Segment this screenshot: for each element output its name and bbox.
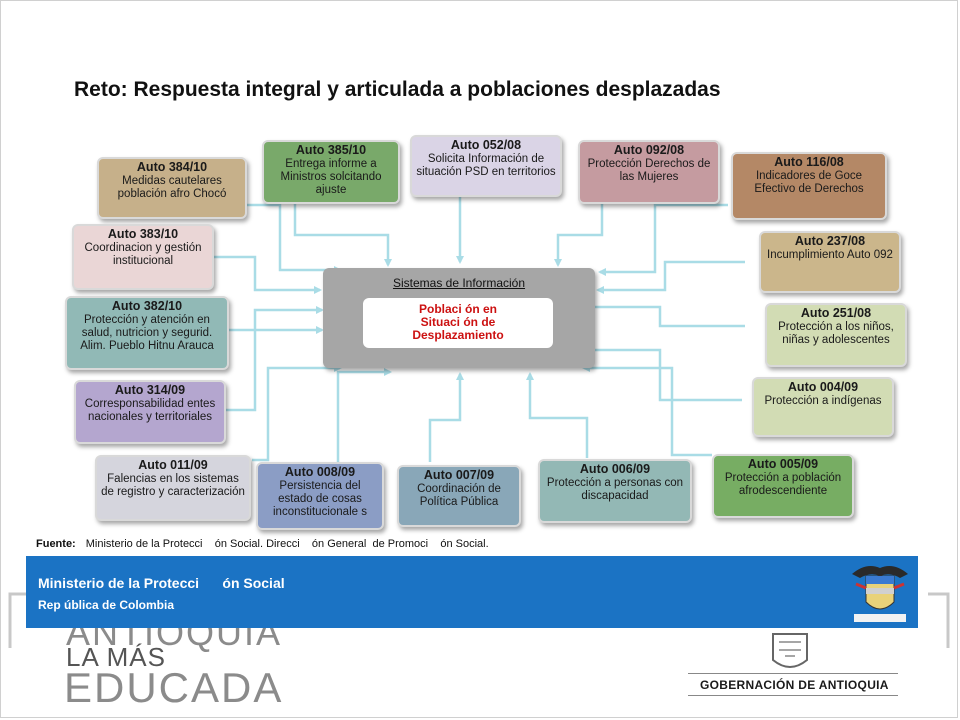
auto-title: Auto 382/10 — [111, 299, 183, 313]
ministry-banner — [26, 556, 918, 628]
auto-description: Falencias en los sistemas de registro y … — [101, 473, 245, 498]
antioquia-logo-line2: LA MÁS — [66, 642, 166, 672]
auto-description: Protección a población afrodescendiente — [724, 472, 842, 497]
auto-description: Incumplimiento Auto 092 — [767, 249, 893, 261]
arrow-auto-006-09 — [526, 372, 589, 458]
antioquia-logo-line3: EDUCADA — [64, 664, 284, 711]
auto-description: Coordinacion y gestión institucional — [84, 242, 202, 267]
auto-description: Protección Derechos de las Mujeres — [587, 158, 711, 183]
arrow-auto-251-08 — [582, 303, 745, 328]
auto-box: Auto 008/09 Persistencia del estado de c… — [256, 462, 384, 530]
central-node-title: Sistemas de Información — [392, 276, 526, 290]
auto-description: Protección y atención en salud, nutricio… — [80, 314, 214, 352]
arrow-auto-011-09 — [252, 364, 342, 462]
central-node-inner: Poblaci ón en Situaci ón de Desplazamien… — [363, 298, 553, 348]
arrow-auto-237-08 — [596, 260, 745, 294]
auto-title: Auto 116/08 — [774, 155, 844, 169]
auto-description: Persistencia del estado de cosas inconst… — [273, 480, 367, 518]
auto-description: Solicita Información de situación PSD en… — [416, 153, 556, 178]
colombia-crest-icon — [846, 558, 914, 626]
auto-description: Protección a los niños, niñas y adolesce… — [778, 321, 894, 346]
gobernacion-label: GOBERNACIÓN DE ANTIOQUIA — [700, 678, 889, 692]
auto-title: Auto 314/09 — [114, 383, 186, 397]
auto-box: Auto 382/10 Protección y atención en sal… — [65, 296, 229, 370]
arrow-auto-004-09 — [582, 346, 742, 402]
auto-title: Auto 007/09 — [423, 468, 495, 482]
auto-title: Auto 092/08 — [613, 143, 685, 157]
source-note: Fuente: Ministerio de la Protecci ón Soci… — [36, 538, 489, 550]
auto-description: Coordinación de Política Pública — [417, 483, 501, 508]
gobernacion-rule-top — [688, 673, 898, 674]
auto-title: Auto 251/08 — [800, 306, 872, 320]
auto-description: Indicadores de Goce Efectivo de Derechos — [754, 170, 864, 195]
central-label-line2: Situaci ón de — [420, 315, 496, 329]
auto-description: Entrega informe a Ministros solcitando a… — [280, 158, 382, 196]
gobernacion-rule-bottom — [688, 695, 898, 696]
republic-name: Rep ública de Colombia — [38, 598, 175, 612]
central-label-line1: Poblaci ón en — [418, 302, 497, 316]
auto-description: Protección a personas con discapacidad — [546, 477, 684, 502]
auto-box: Auto 052/08 Solicita Información de situ… — [410, 135, 562, 197]
auto-title: Auto 383/10 — [107, 227, 179, 241]
auto-box: Auto 237/08 Incumplimiento Auto 092 — [759, 231, 901, 293]
auto-title: Auto 237/08 — [794, 234, 866, 248]
arrow-auto-385-10 — [293, 200, 392, 267]
ministry-name: Ministerio de la Protecci ón Social — [38, 575, 285, 591]
arrow-auto-008-09 — [336, 368, 392, 462]
arrow-auto-007-09 — [428, 372, 464, 462]
arrow-auto-314-09 — [200, 306, 324, 412]
auto-box: Auto 251/08 Protección a los niños, niña… — [765, 303, 907, 367]
auto-title: Auto 011/09 — [138, 458, 208, 472]
auto-box: Auto 005/09 Protección a población afrod… — [712, 454, 854, 518]
central-label-line3: Desplazamiento — [412, 328, 504, 342]
arrow-auto-092-08 — [554, 202, 604, 267]
auto-title: Auto 004/09 — [787, 380, 859, 394]
arrow-auto-384-10 — [245, 203, 342, 274]
auto-box: Auto 011/09 Falencias en los sistemas de… — [95, 455, 251, 521]
auto-title: Auto 005/09 — [747, 457, 819, 471]
auto-description: Medidas cautelares población afro Chocó — [117, 175, 227, 200]
auto-box: Auto 383/10 Coordinacion y gestión insti… — [72, 224, 214, 290]
auto-title: Auto 385/10 — [295, 143, 367, 157]
central-node-label: Poblaci ón en Situaci ón de Desplazamien… — [363, 303, 553, 342]
auto-box: Auto 006/09 Protección a personas con di… — [538, 459, 692, 523]
source-text: Ministerio de la Protecci ón Social. Dir… — [85, 538, 489, 550]
auto-title: Auto 052/08 — [450, 138, 522, 152]
auto-box: Auto 092/08 Protección Derechos de las M… — [578, 140, 720, 204]
auto-box: Auto 004/09 Protección a indígenas — [752, 377, 894, 437]
auto-box: Auto 384/10 Medidas cautelares población… — [97, 157, 247, 219]
auto-box: Auto 116/08 Indicadores de Goce Efectivo… — [731, 152, 887, 220]
source-label: Fuente: — [36, 538, 76, 550]
auto-box: Auto 385/10 Entrega informe a Ministros … — [262, 140, 400, 204]
auto-title: Auto 008/09 — [284, 465, 356, 479]
antioquia-seal-icon — [772, 633, 808, 668]
auto-title: Auto 384/10 — [136, 160, 208, 174]
auto-title: Auto 006/09 — [579, 462, 651, 476]
arrow-auto-116-08 — [598, 203, 728, 276]
auto-description: Protección a indígenas — [764, 395, 882, 407]
slide-title: Reto: Respuesta integral y articulada a … — [74, 78, 721, 101]
auto-description: Corresponsabilidad entes nacionales y te… — [84, 398, 216, 423]
auto-box: Auto 007/09 Coordinación de Política Púb… — [397, 465, 521, 527]
footer-frame-lines — [8, 592, 950, 648]
arrow-auto-383-10 — [210, 255, 322, 294]
arrow-auto-005-09 — [582, 364, 712, 457]
auto-box: Auto 314/09 Corresponsabilidad entes nac… — [74, 380, 226, 444]
central-node: Sistemas de Información Poblaci ón en Si… — [323, 268, 595, 368]
